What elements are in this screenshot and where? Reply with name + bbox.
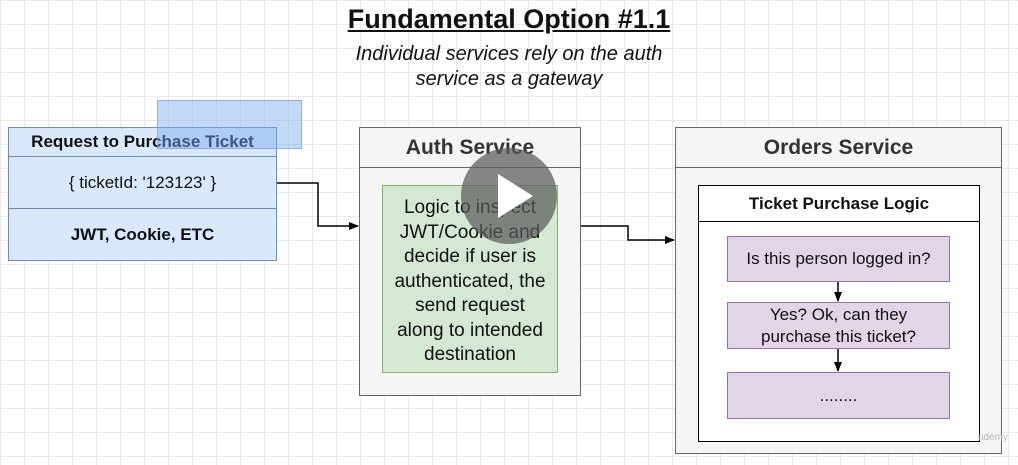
orders-service-title: Orders Service (676, 128, 1001, 168)
arrow-auth-to-orders (581, 225, 675, 244)
request-header: Request to Purchase Ticket (9, 128, 276, 157)
request-footer: JWT, Cookie, ETC (70, 225, 215, 244)
step-ellipsis: ........ (727, 372, 950, 419)
auth-logic-line: destination (424, 344, 516, 365)
request-box: Request to Purchase Ticket { ticketId: '… (8, 127, 277, 261)
page-subtitle: Individual services rely on the auth ser… (0, 42, 1018, 92)
watermark-logo: udemy (978, 432, 1009, 443)
ticket-purchase-logic-title: Ticket Purchase Logic (699, 186, 979, 222)
auth-logic-line: along to intended (397, 319, 543, 341)
auth-logic-line: send request (415, 295, 525, 316)
arrow-request-to-auth (277, 182, 359, 230)
subtitle-line-1: Individual services rely on the auth (355, 43, 663, 65)
request-body: { ticketId: '123123' } (9, 157, 276, 209)
step-logged-in: Is this person logged in? (727, 236, 950, 282)
step-can-purchase: Yes? Ok, can they purchase this ticket? (727, 302, 950, 349)
auth-logic-line: authenticated, the (394, 270, 546, 292)
play-button[interactable] (461, 148, 557, 244)
auth-logic-line: decide if user is (403, 246, 536, 267)
subtitle-line-2: service as a gateway (415, 68, 603, 90)
step-ellipsis-label: ........ (819, 385, 858, 405)
step-can-purchase-line-2: purchase this ticket? (761, 326, 916, 346)
step-can-purchase-line-1: Yes? Ok, can they (769, 304, 908, 324)
selection-rectangle (157, 100, 302, 149)
step-logged-in-label: Is this person logged in? (746, 249, 931, 268)
page-title: Fundamental Option #1.1 (347, 4, 671, 34)
play-icon (498, 174, 533, 218)
